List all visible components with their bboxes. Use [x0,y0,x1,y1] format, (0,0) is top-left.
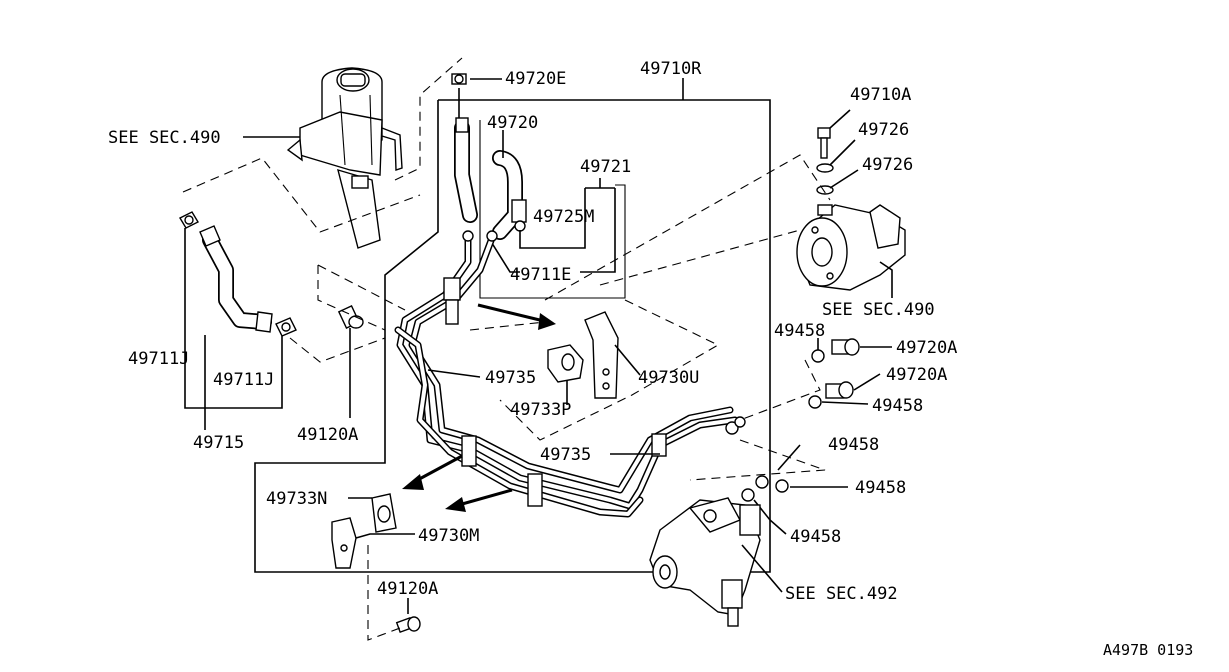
label-49711E: 49711E [510,265,571,285]
insulator-49733N [371,493,397,533]
washers-49458-lower-set [741,475,789,502]
label-49458-e: 49458 [790,527,841,547]
label-49720E: 49720E [505,69,566,89]
power-steering-pump [796,204,906,291]
label-49733N: 49733N [266,489,327,509]
label-49726-top: 49726 [858,120,909,140]
label-49715: 49715 [193,433,244,453]
pressure-hose-49720 [454,117,527,240]
label-see-sec-490-left: SEE SEC.490 [108,128,221,148]
return-hose-49715 [199,225,273,333]
label-49730U: 49730U [638,368,699,388]
label-49725M: 49725M [533,207,594,227]
label-49720A-a: 49720A [896,338,957,358]
bracket-49730U [584,311,619,399]
direction-arrows [402,303,556,512]
label-49710A: 49710A [850,85,911,105]
label-49720: 49720 [487,113,538,133]
washer-49726-upper [816,163,834,173]
bolt-49120A-bottom [395,616,421,633]
banjo-bolt-49720E [451,73,467,118]
label-49458-c: 49458 [828,435,879,455]
label-49735-upper: 49735 [485,368,536,388]
label-49711J-right: 49711J [213,370,274,390]
reservoir-tank [286,67,403,249]
bolt-49120A-middle [337,304,364,330]
label-49711J-left: 49711J [128,349,189,369]
union-bolt-49720A-upper [811,338,860,363]
label-49458-b: 49458 [872,396,923,416]
label-49735-lower: 49735 [540,445,591,465]
label-49726-mid: 49726 [862,155,913,175]
hose-clamp-49711J-top [179,211,199,229]
label-49733P: 49733P [510,400,571,420]
union-bolt-49720A-lower [808,381,854,409]
label-see-sec-490-right: SEE SEC.490 [822,300,935,320]
bolt-49710A [817,127,831,159]
label-49120A-mid: 49120A [297,425,358,445]
steering-gear [649,497,761,627]
bracket-49730M [331,517,357,569]
tube-clamp-49735-lower [461,433,667,507]
assembly-frame-49710R [254,99,771,573]
tube-clamp-49735-upper [443,277,461,325]
label-49120A-bottom: 49120A [377,579,438,599]
label-49710R: 49710R [640,59,702,79]
label-49458-a: 49458 [774,321,825,341]
label-49721: 49721 [580,157,631,177]
reference-code: A497B 0193 [1103,641,1193,659]
hose-clamp-49711J-right [275,317,297,337]
label-49458-d: 49458 [855,478,906,498]
washer-49726-lower [816,185,834,195]
label-see-sec-492: SEE SEC.492 [785,584,898,604]
label-49720A-b: 49720A [886,365,947,385]
label-49730M: 49730M [418,526,479,546]
insulator-49733P [547,344,584,383]
